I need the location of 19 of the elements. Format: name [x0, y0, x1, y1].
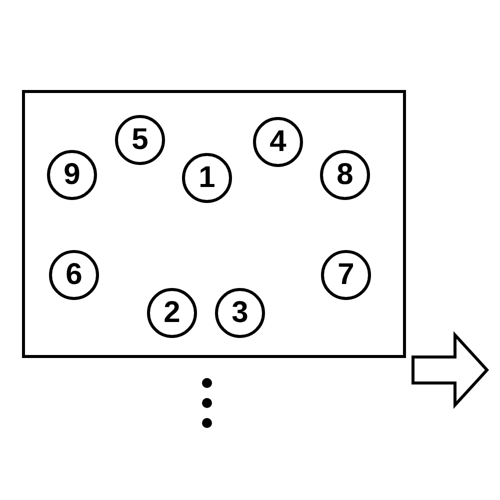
bolt-circle [47, 150, 97, 200]
sequence-number: 3 [232, 298, 248, 328]
sequence-number: 8 [336, 160, 354, 190]
sequence-number: 4 [270, 127, 286, 157]
sequence-number: 5 [132, 125, 148, 155]
sequence-number: 7 [338, 260, 354, 290]
sequence-number: 2 [164, 298, 180, 328]
bolt-circle [182, 153, 232, 203]
bolt-circle [320, 150, 370, 200]
bolt-circle [147, 288, 197, 338]
bolt-circle [215, 288, 265, 338]
plate-outline [22, 90, 406, 358]
bolt-circle [253, 117, 303, 167]
bolt-circle [115, 115, 165, 165]
sequence-number: 9 [64, 160, 80, 190]
sequence-number: 1 [198, 163, 216, 193]
bolt-circle [49, 250, 99, 300]
sequence-number: 6 [66, 260, 82, 290]
bolt-circle [321, 250, 371, 300]
